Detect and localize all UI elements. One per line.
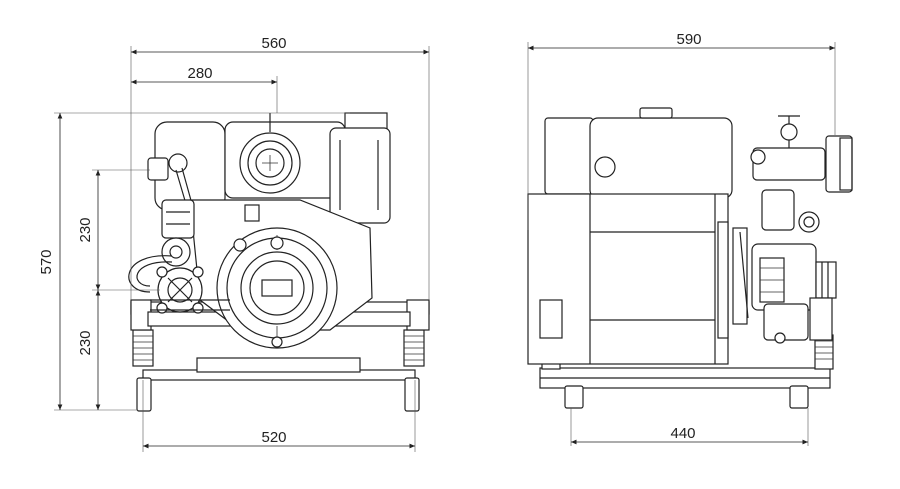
dim-label-front-half: 280 — [187, 65, 212, 82]
dim-label-side-base: 440 — [670, 425, 695, 442]
front-view — [128, 112, 430, 412]
spring-right — [403, 329, 425, 367]
dim-label-front-upper: 230 — [77, 217, 94, 242]
dim-label-side-width: 590 — [676, 31, 701, 48]
dim-label-front-base: 520 — [261, 429, 286, 446]
dim-label-front-height: 570 — [38, 249, 55, 274]
side-view — [527, 107, 853, 409]
dim-label-front-width: 560 — [261, 35, 286, 52]
side-dimensions: 590 440 — [527, 31, 836, 446]
front-dimensions: 560 280 570 230 230 520 — [38, 35, 430, 452]
dim-label-front-lower: 230 — [77, 330, 94, 355]
spring-left — [132, 329, 154, 367]
